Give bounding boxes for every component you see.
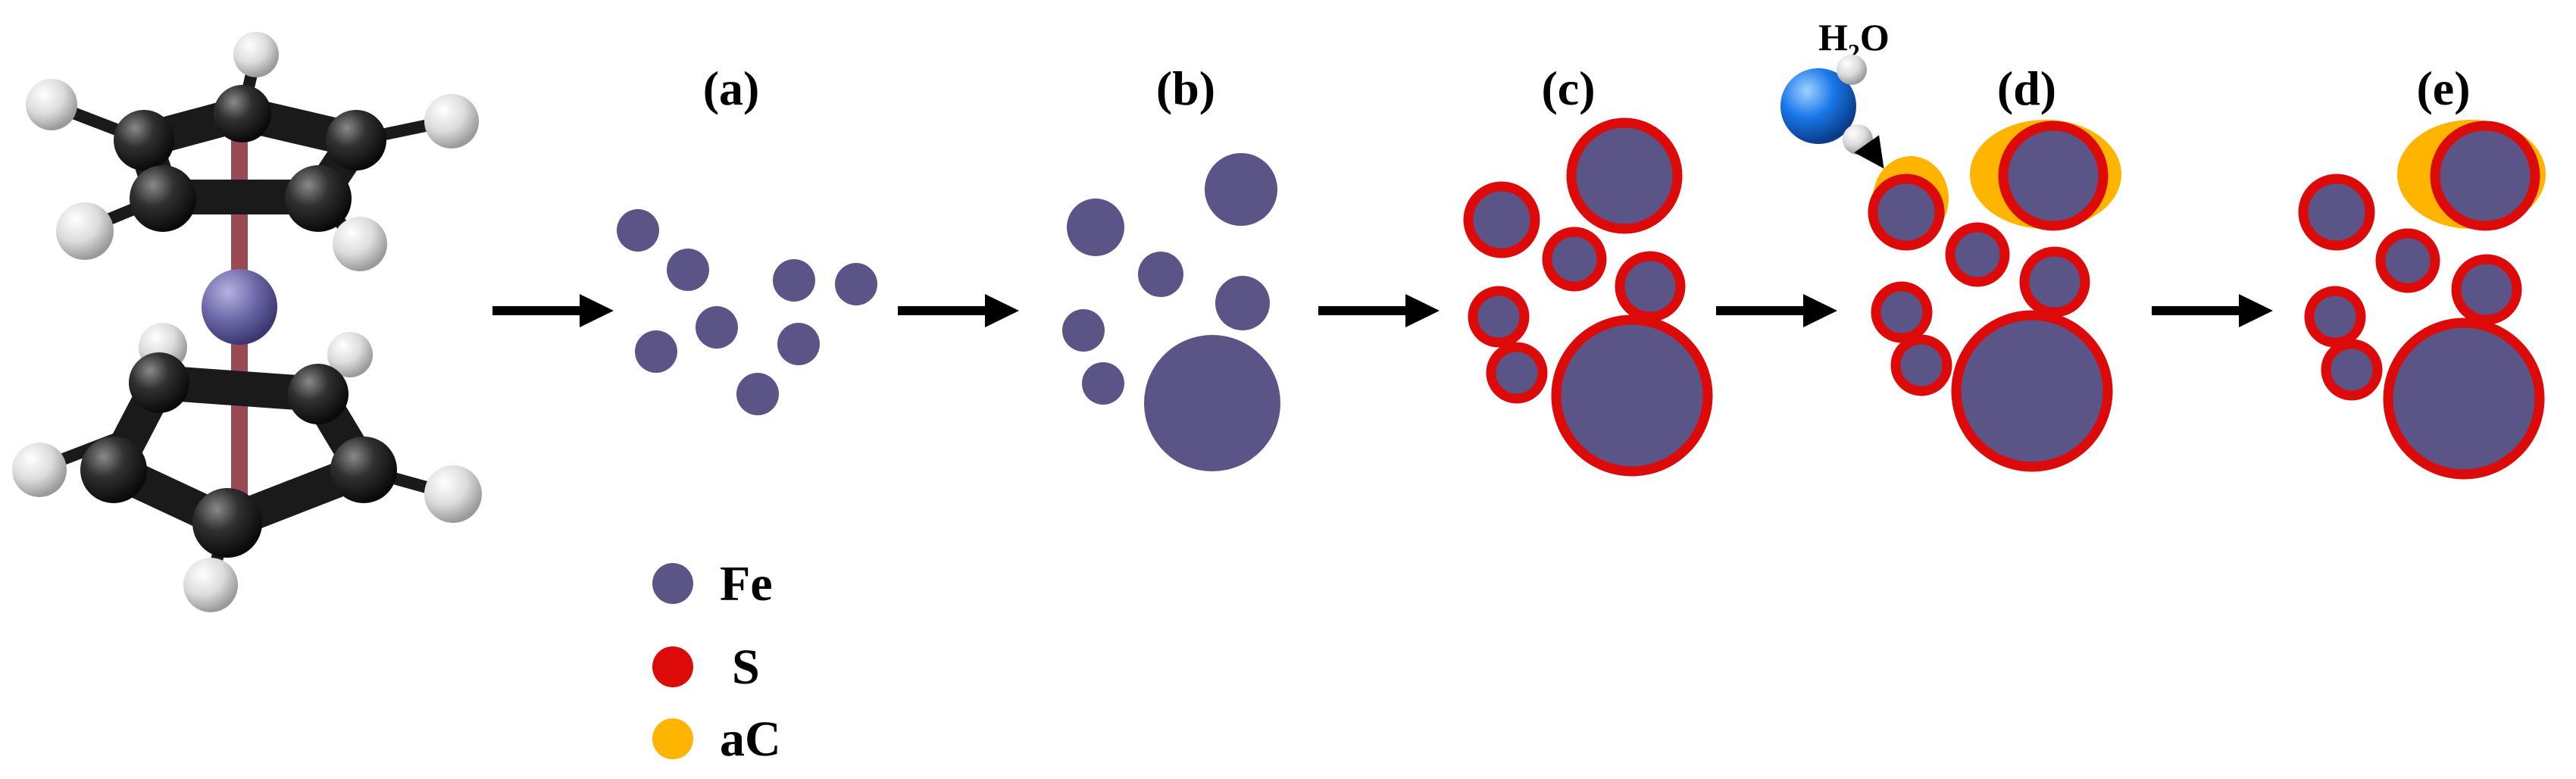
carbon-atom — [326, 110, 386, 171]
panel-label-e: (e) — [2416, 61, 2470, 115]
hydrogen-atom — [424, 465, 482, 523]
carbon-atom — [285, 165, 352, 232]
fe-s-particle — [1945, 222, 2010, 287]
fe-particle — [835, 263, 877, 305]
water-attack-arrow — [1854, 135, 1884, 169]
fe-particle — [667, 249, 709, 291]
legend-label-s: S — [732, 640, 760, 695]
arrow-d-to-e — [2152, 294, 2273, 327]
carbon-atom — [288, 364, 349, 424]
fe-particle — [777, 323, 820, 365]
hydrogen-atom — [327, 332, 373, 377]
panel-label-d: (d) — [1997, 61, 2056, 115]
panel-label-b: (b) — [1156, 61, 1215, 115]
fe-particle — [635, 330, 677, 373]
fe-s-particle — [1486, 342, 1548, 404]
fe-s-particle — [2430, 120, 2540, 231]
hydrogen-atom — [233, 32, 279, 77]
arrow-to-a — [492, 294, 614, 327]
hydrogen-atom — [424, 94, 479, 149]
hydrogen-atom — [1837, 55, 1867, 85]
fe-s-particle — [1871, 281, 1933, 343]
fe-s-particle — [1551, 314, 1713, 477]
fe-particle — [1082, 362, 1124, 405]
process-arrows — [492, 294, 2273, 327]
iron-atom — [202, 269, 277, 345]
fe-particle — [1144, 335, 1280, 471]
fe-s-particle — [2451, 254, 2522, 325]
fe-particle — [1062, 309, 1105, 352]
panel-b-fe-particles — [1062, 153, 1280, 471]
fe-s-particle — [1868, 174, 1945, 251]
fe-particle — [1138, 252, 1183, 297]
legend-item-s: S — [652, 640, 760, 695]
hydrogen-atom — [56, 202, 114, 260]
legend-item-ac: aC — [652, 712, 781, 767]
panel-label-c: (c) — [1541, 61, 1595, 115]
hydrogen-atom — [26, 79, 77, 130]
carbon-atom — [129, 352, 189, 413]
fe-s-particle — [1998, 120, 2109, 231]
fe-s-particle — [1542, 227, 1607, 292]
fe-s-particle — [1463, 181, 1540, 258]
fe-s-particle — [2298, 174, 2375, 251]
fe-s-particle — [2019, 246, 2090, 318]
fe-s-particle — [1951, 310, 2113, 472]
fe-s-particle — [2375, 228, 2440, 293]
fe-s-particle — [2304, 286, 2366, 348]
arrow-b-to-c — [1318, 294, 1440, 327]
panel-c-sulfided-particles — [1463, 117, 1713, 477]
fe-particle — [736, 373, 779, 415]
carbon-atom — [330, 436, 397, 503]
arrow-a-to-b — [898, 294, 1019, 327]
carbon-atom — [214, 85, 271, 142]
hydrogen-atom — [333, 217, 387, 271]
hydrogen-atom — [12, 443, 67, 497]
panel-e-particles — [2298, 120, 2546, 480]
water-molecule: H2O — [1780, 16, 1890, 169]
carbon-atom — [80, 436, 147, 503]
fe-s-particle — [1615, 251, 1686, 322]
legend-swatch-ac — [652, 718, 693, 759]
oxygen-atom — [1780, 68, 1856, 144]
legend-swatch-fe — [652, 563, 693, 604]
fe-cp-bond-bottom — [231, 326, 248, 500]
legend-item-fe: Fe — [652, 556, 773, 612]
legend: Fe S aC — [652, 556, 781, 767]
fe-s-particle — [2321, 339, 2383, 401]
fe-particle — [696, 306, 738, 349]
fe-s-particle — [1566, 117, 1683, 234]
legend-swatch-s — [652, 646, 693, 687]
carbon-atom — [114, 110, 174, 171]
legend-label-ac: aC — [720, 712, 781, 767]
fe-s-particle — [2383, 318, 2545, 480]
fe-particle — [1067, 199, 1124, 256]
carbon-atom — [192, 488, 262, 558]
ferrocene-molecule — [12, 32, 482, 612]
hydrogen-atom — [183, 558, 238, 612]
fe-particle — [1215, 276, 1270, 330]
fe-particle — [1205, 153, 1277, 226]
fe-particle — [617, 209, 659, 252]
fe-s-particle — [1468, 286, 1530, 348]
panel-a-fe-atoms — [617, 209, 877, 415]
fe-particle — [773, 259, 815, 302]
panel-label-a: (a) — [703, 61, 760, 115]
panel-d-particles — [1868, 120, 2121, 472]
fe-s-particle — [1890, 334, 1952, 396]
carbon-atom — [130, 165, 196, 232]
arrow-c-to-d — [1716, 294, 1837, 327]
legend-label-fe: Fe — [720, 556, 773, 612]
